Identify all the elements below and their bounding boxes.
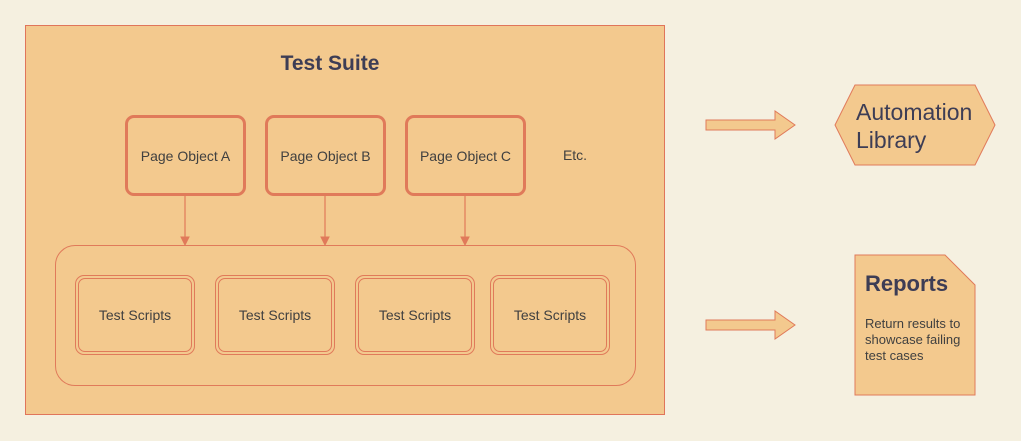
test-script-2: Test Scripts	[215, 275, 335, 355]
automation-library-hexagon	[834, 84, 996, 166]
test-script-4: Test Scripts	[490, 275, 610, 355]
test-script-2-label: Test Scripts	[238, 307, 312, 323]
page-object-a: Page Object A	[125, 115, 246, 196]
automation-library-line2: Library	[856, 127, 927, 153]
test-script-1-inner-border	[78, 278, 192, 352]
etc-label: Etc.	[562, 147, 588, 163]
test-script-3-inner-border	[358, 278, 472, 352]
reports-document	[854, 254, 976, 396]
arrow-to-automation-library	[705, 110, 796, 140]
page-object-b-label: Page Object B	[280, 147, 371, 164]
test-script-1-label: Test Scripts	[98, 307, 172, 323]
test-script-4-inner-border	[493, 278, 607, 352]
page-object-a-label: Page Object A	[140, 147, 231, 164]
automation-library-label: Automation Library	[856, 98, 986, 154]
test-suite-title: Test Suite	[280, 52, 380, 75]
test-script-3-label: Test Scripts	[378, 307, 452, 323]
test-script-3: Test Scripts	[355, 275, 475, 355]
page-object-c: Page Object C	[405, 115, 526, 196]
test-scripts-container	[55, 245, 636, 386]
page-object-c-label: Page Object C	[419, 147, 512, 164]
test-suite-container	[25, 25, 665, 415]
test-script-1: Test Scripts	[75, 275, 195, 355]
reports-title: Reports	[865, 271, 949, 296]
reports-description: Return results to showcase failing test …	[865, 316, 961, 363]
test-script-2-inner-border	[218, 278, 332, 352]
automation-library-line1: Automation	[856, 99, 973, 125]
arrow-to-reports	[705, 310, 796, 340]
test-script-4-label: Test Scripts	[513, 307, 587, 323]
page-object-b: Page Object B	[265, 115, 386, 196]
